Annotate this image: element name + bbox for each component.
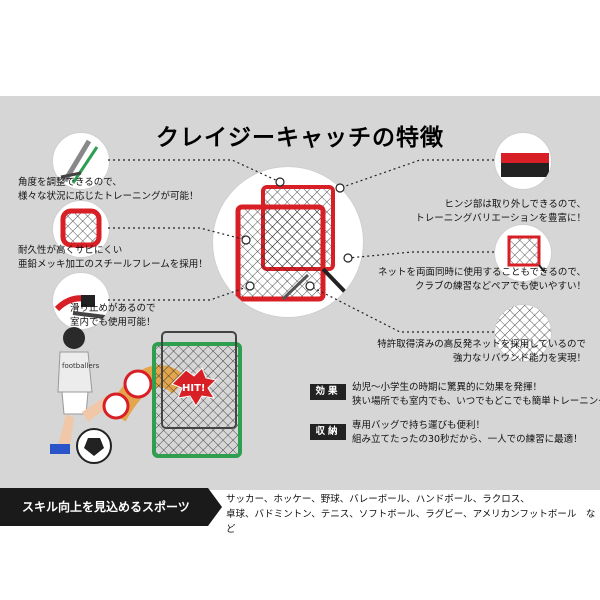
sports-heading-arrow: [208, 488, 222, 526]
feature-net-image: [494, 304, 552, 362]
hit-label: HIT!: [182, 383, 205, 394]
product-main-circle: [212, 166, 364, 318]
feature-double-side-text: ネットを両面同時に使用することもできるので、 クラブの練習などペアでも使いやすい…: [377, 267, 586, 292]
sports-heading: スキル向上を見込めるスポーツ: [0, 488, 208, 526]
feature-double-side-image: [494, 224, 552, 282]
feature-angle-image: [52, 132, 110, 190]
storage-badge: 収納: [310, 424, 346, 440]
feature-hinge-text: ヒンジ部は取り外しできるので、 トレーニングバリエーションを豊富に！: [415, 199, 586, 224]
effect-badge: 効果: [310, 384, 346, 400]
feature-frame-text: 耐久性が高くサビにくい 亜鉛メッキ加工のスチールフレームを採用！: [18, 245, 208, 270]
feature-net-text: 特許取得済みの高反発ネットを採用しているので 強力なリバウンド能力を実現！: [377, 339, 586, 364]
feature-nonslip-text: 滑り止めがあるので 室内でも使用可能！: [70, 303, 156, 328]
effect-text: 幼児〜小学生の時期に驚異的に効果を発揮！ 狭い場所でも室内でも、いつでもどこでも…: [352, 382, 600, 407]
sports-list: サッカー、ホッケー、野球、バレーボール、ハンドボール、ラクロス、 卓球、バドミン…: [226, 494, 596, 535]
rebounder-main-image: [235, 185, 350, 302]
feature-frame-image: [52, 200, 110, 258]
page-title: クレイジーキャッチの特徴: [156, 125, 444, 151]
feature-hinge-image: [494, 132, 552, 190]
bottom-bar: スキル向上を見込めるスポーツ: [0, 488, 600, 526]
feature-angle-text: 角度を調整できるので、 様々な状況に応じたトレーニングが可能！: [18, 177, 199, 202]
feature-nonslip-image: [52, 272, 110, 330]
shirt-text: footballers: [62, 362, 100, 370]
storage-text: 専用バッグで持ち運びも便利！ 組み立てたったの30秒だから、一人での練習に最適！: [352, 420, 583, 445]
player-illustration: footballers HIT!: [50, 327, 242, 464]
